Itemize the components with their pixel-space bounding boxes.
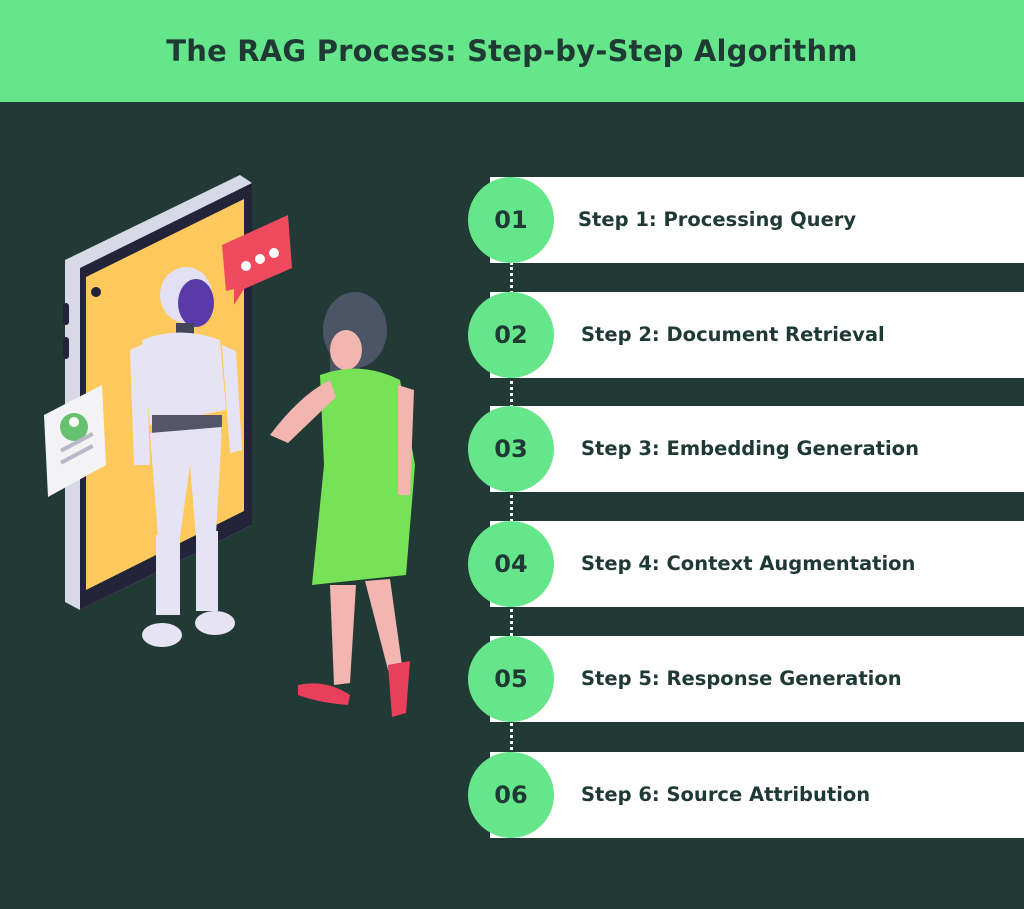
page-title: The RAG Process: Step-by-Step Algorithm: [166, 34, 858, 68]
step-number-badge: 04: [468, 521, 554, 607]
step-label: Step 5: Response Generation: [581, 667, 902, 690]
step-number-badge: 02: [468, 292, 554, 378]
step-bar: [490, 752, 1024, 838]
profile-card-icon: [44, 385, 106, 497]
step-bar: [490, 406, 1024, 492]
robot-icon: [130, 267, 242, 647]
step-label: Step 6: Source Attribution: [581, 783, 871, 806]
header-banner: The RAG Process: Step-by-Step Algorithm: [0, 0, 1024, 102]
chat-bubble-icon: [222, 215, 292, 305]
step-label: Step 3: Embedding Generation: [581, 437, 919, 460]
step-number-badge: 06: [468, 752, 554, 838]
step-bar: [490, 521, 1024, 607]
connector-line: [510, 262, 513, 762]
illustration: [44, 175, 415, 717]
step-label: Step 2: Document Retrieval: [581, 323, 885, 346]
step-number-badge: 03: [468, 406, 554, 492]
woman-figure: [270, 292, 415, 717]
step-bar: [490, 636, 1024, 722]
step-number-badge: 01: [468, 177, 554, 263]
step-bar: [490, 292, 1024, 378]
step-label: Step 4: Context Augmentation: [581, 552, 916, 575]
step-number-badge: 05: [468, 636, 554, 722]
step-bar: [490, 177, 1024, 263]
step-label: Step 1: Processing Query: [578, 208, 857, 231]
